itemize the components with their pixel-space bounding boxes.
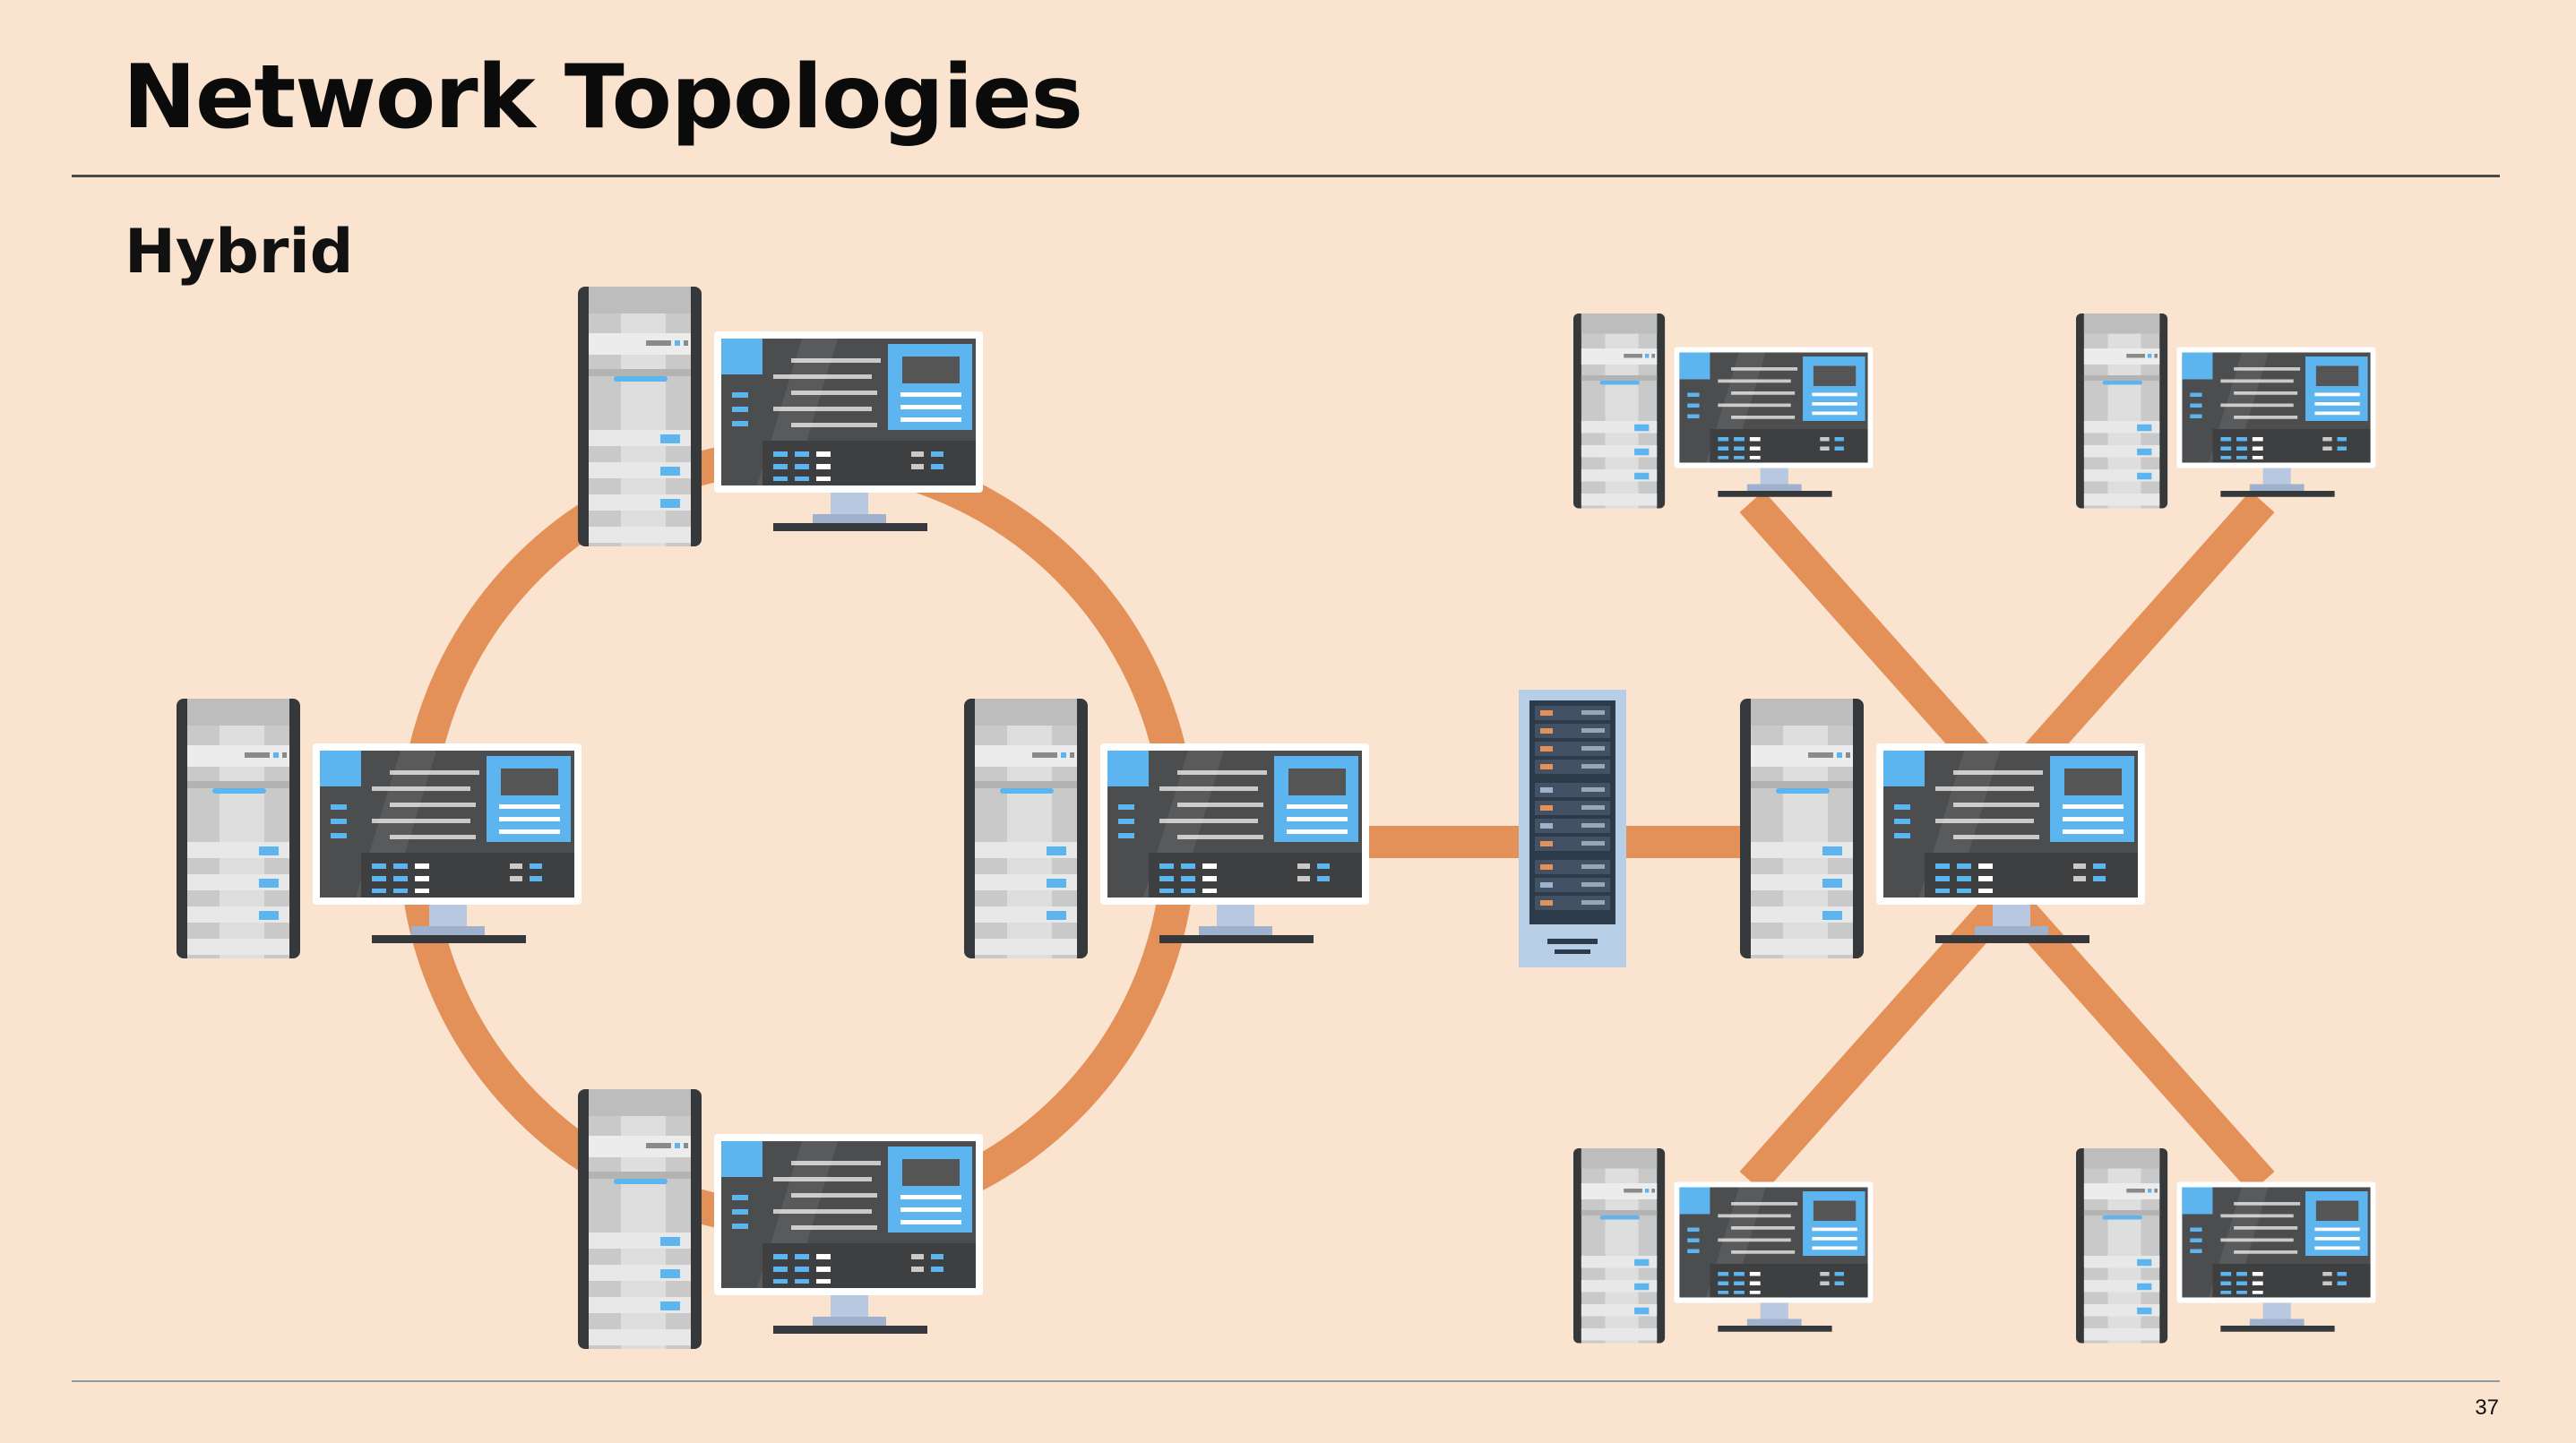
- ring-node-top: [578, 287, 983, 546]
- star-link-top-left: [1739, 491, 2020, 799]
- slide-title: Network Topologies: [123, 47, 1083, 149]
- central-server: [1519, 690, 1626, 967]
- ring-node-bottom: [578, 1089, 983, 1349]
- star-node-bottom-left: [1573, 1148, 1874, 1344]
- star-link-top-right: [1994, 491, 2275, 799]
- star-node-top-left: [1573, 314, 1874, 509]
- footer-divider: [72, 1380, 2500, 1382]
- title-divider: [72, 175, 2500, 177]
- star-link-bottom-left: [1739, 885, 2020, 1193]
- star-node-bottom-right: [2076, 1148, 2376, 1344]
- page-number: 37: [2475, 1396, 2499, 1420]
- star-link-bottom-right: [1994, 885, 2275, 1193]
- star-node-top-right: [2076, 314, 2376, 509]
- slide-subtitle: Hybrid: [125, 217, 354, 288]
- ring-node-left: [177, 699, 582, 958]
- star-links: [1739, 491, 2275, 1193]
